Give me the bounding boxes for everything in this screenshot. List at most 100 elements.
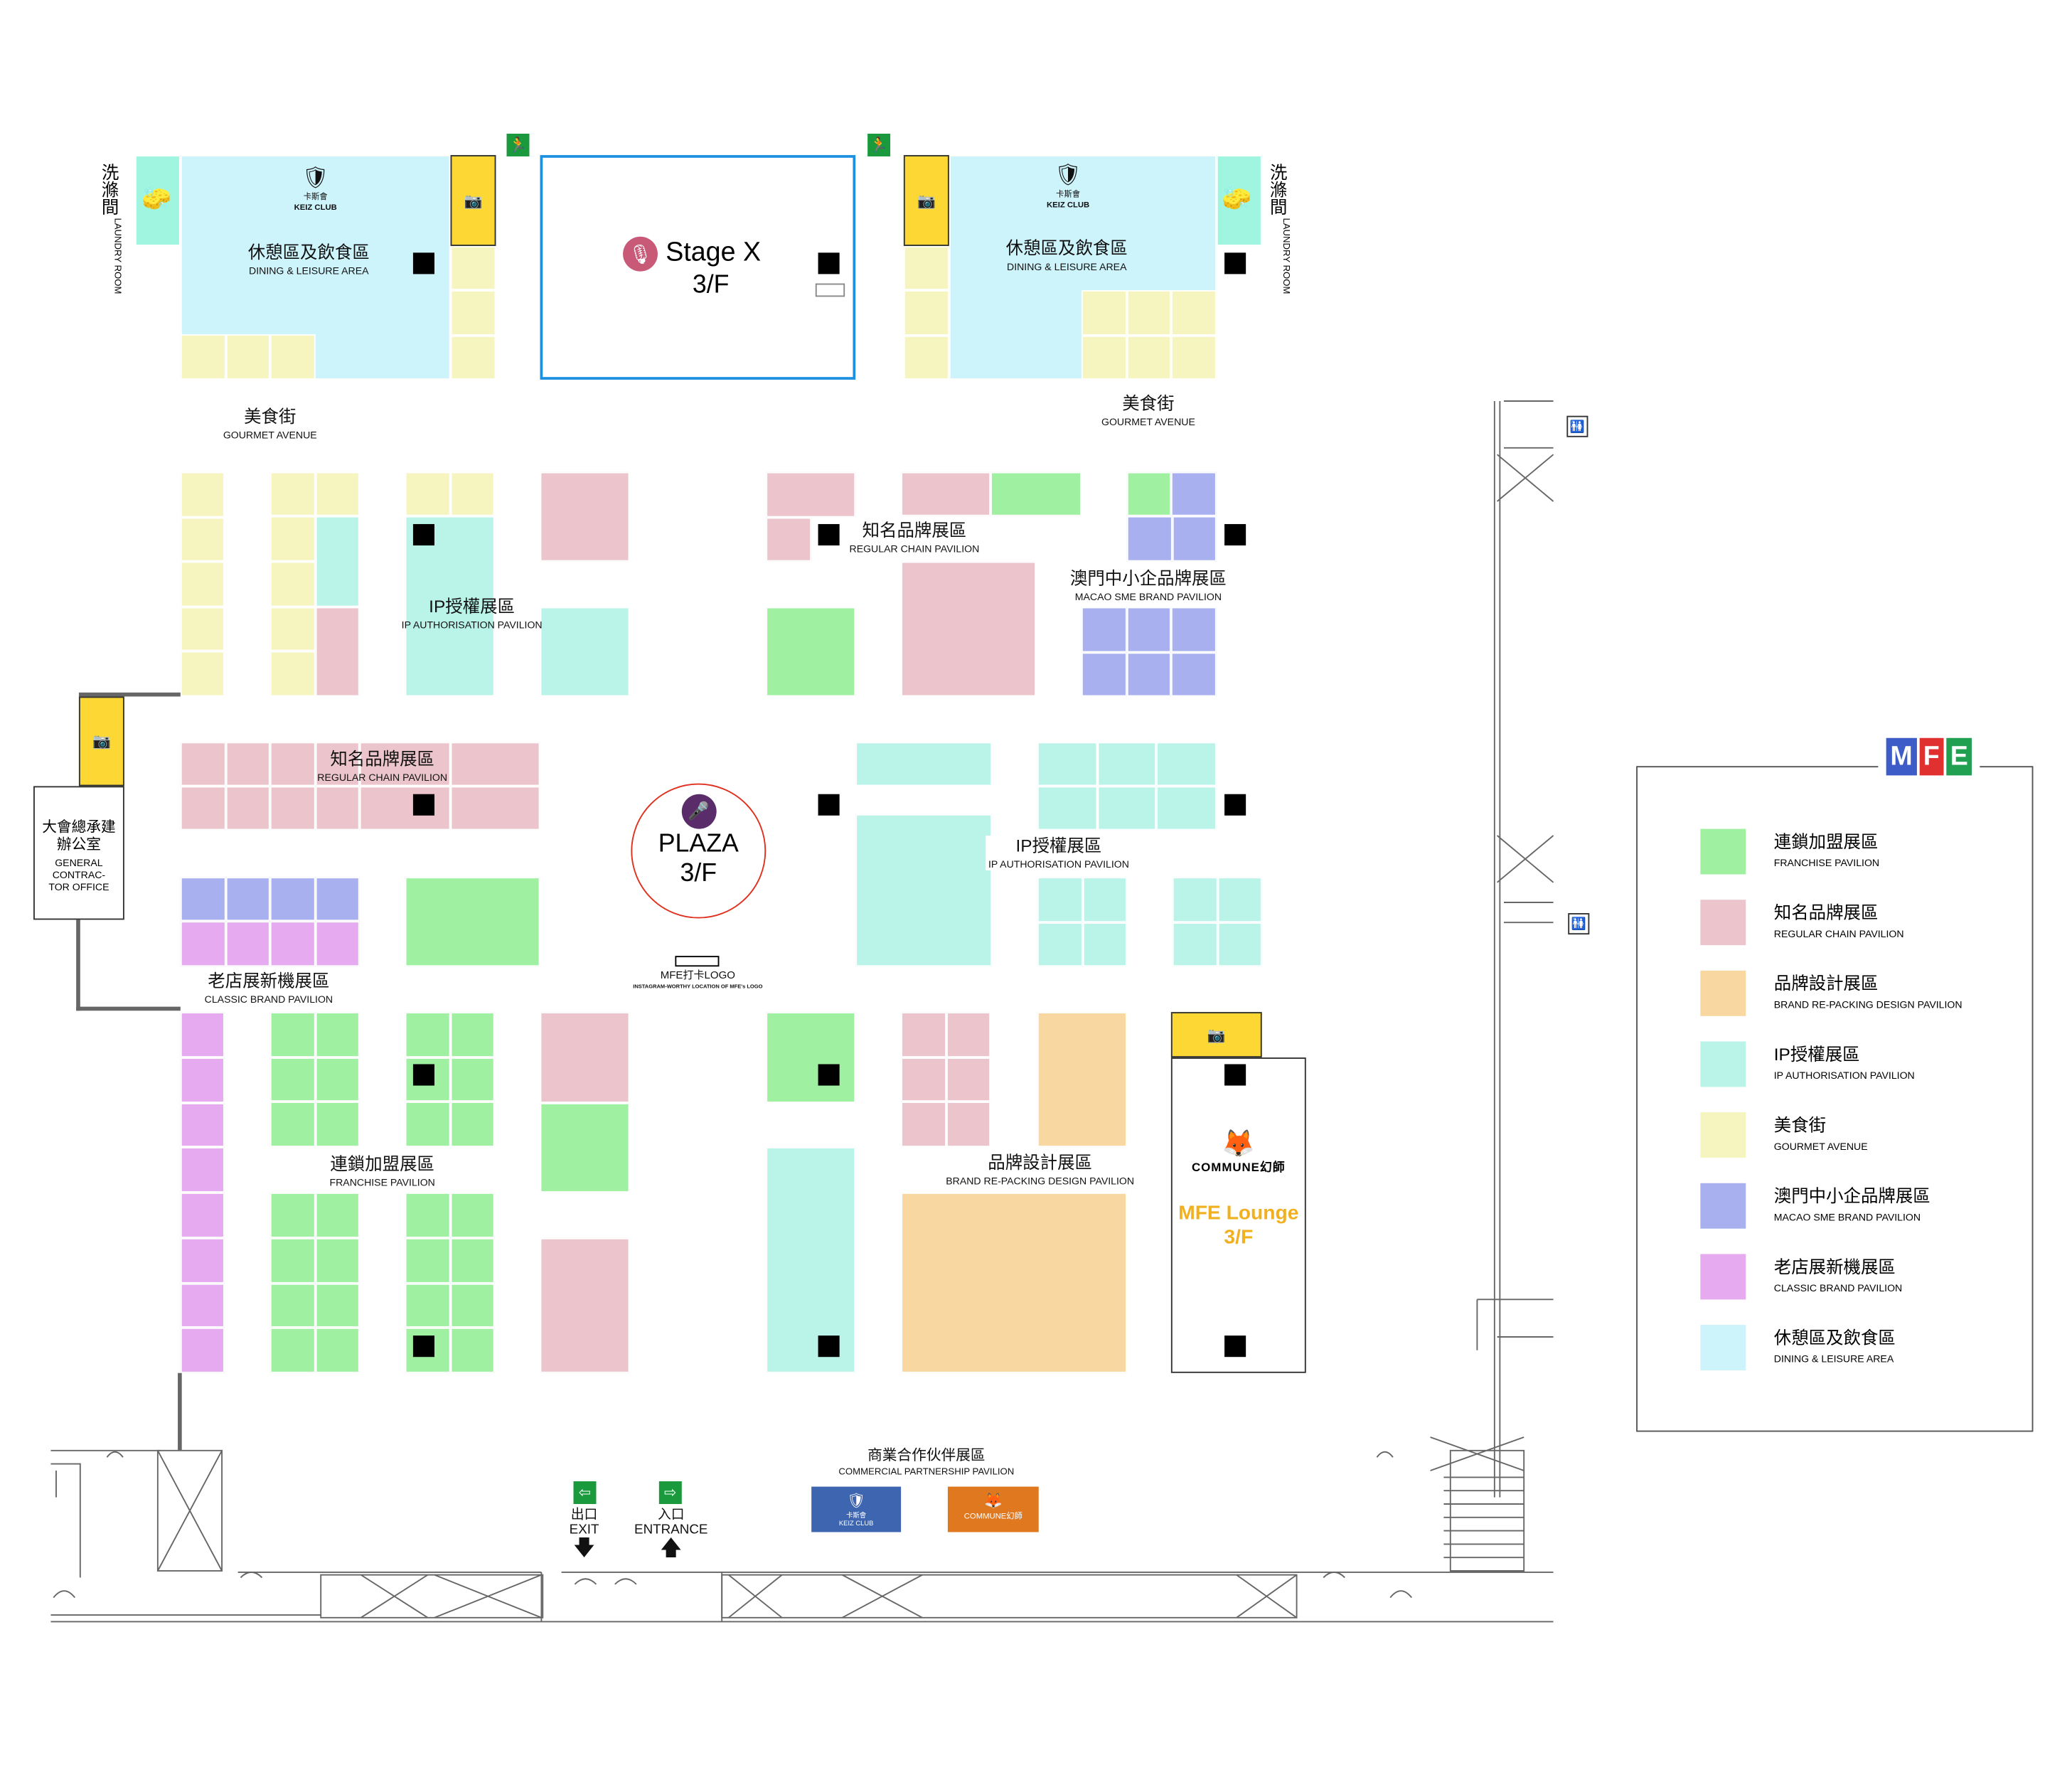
booth-franchise[interactable] [449,1012,495,1057]
booth-gourmet[interactable] [903,290,949,336]
booth-franchise[interactable] [405,1102,450,1148]
booth-ip[interactable] [1156,786,1217,831]
booth-sme[interactable] [314,877,360,922]
booth-regular-chain[interactable] [766,471,856,518]
mfe-lounge[interactable]: 🦊 COMMUNE幻師 MFE Lounge 3/F [1170,1057,1306,1373]
booth-regular-chain[interactable] [314,786,360,831]
booth-gourmet[interactable] [180,471,225,517]
booth-regular-chain[interactable] [901,1102,946,1148]
booth-sme[interactable] [1171,516,1217,562]
booth-ip[interactable] [855,742,992,786]
booth-sme[interactable] [1081,607,1127,652]
booth-ip[interactable] [540,607,630,697]
booth-regular-chain[interactable] [315,607,360,697]
booth-ip[interactable] [315,516,360,607]
booth-ip[interactable] [1082,877,1127,922]
booth-classic[interactable] [225,921,270,967]
booth-franchise[interactable] [449,1192,495,1238]
booth-franchise[interactable] [540,1103,630,1193]
booth-gourmet[interactable] [180,651,225,697]
booth-regular-chain[interactable] [901,471,991,516]
booth-classic[interactable] [180,1102,225,1148]
booth-gourmet[interactable] [180,561,225,607]
booth-franchise[interactable] [269,1012,315,1057]
booth-franchise[interactable] [314,1328,360,1373]
booth-franchise[interactable] [269,1192,315,1238]
booth-franchise[interactable] [449,1237,495,1283]
booth-franchise[interactable] [405,1237,450,1283]
booth-regular-chain[interactable] [449,742,540,786]
booth-regular-chain[interactable] [540,1012,630,1103]
booth-gourmet[interactable] [225,334,271,380]
booth-sme[interactable] [1126,607,1172,652]
booth-franchise[interactable] [405,877,540,967]
booth-franchise[interactable] [1126,471,1171,516]
booth-classic[interactable] [180,1237,225,1283]
booth-classic[interactable] [180,1328,225,1373]
booth-regular-chain[interactable] [359,742,450,786]
booth-laundry[interactable] [134,155,181,246]
booth-regular-chain[interactable] [449,786,540,831]
booth-regular-chain[interactable] [359,786,450,831]
booth-regular-chain[interactable] [180,786,225,831]
booth-classic[interactable] [180,1192,225,1238]
booth-classic[interactable] [269,921,315,967]
booth-ip[interactable] [1082,922,1127,967]
booth-ip[interactable] [1096,742,1157,786]
booth-franchise[interactable] [314,1057,360,1102]
booth-ip[interactable] [1037,877,1082,922]
booth-franchise[interactable] [269,1102,315,1148]
booth-franchise[interactable] [314,1102,360,1148]
booth-sme[interactable] [1081,651,1127,697]
booth-franchise[interactable] [405,1192,450,1238]
booth-classic[interactable] [180,1012,225,1057]
booth-regular-chain[interactable] [540,471,630,562]
booth-laundry[interactable] [1216,155,1262,246]
booth-sme[interactable] [225,877,270,922]
booth-franchise[interactable] [405,1282,450,1328]
booth-gourmet[interactable] [903,245,949,291]
booth-regular-chain[interactable] [225,786,270,831]
booth-franchise[interactable] [405,1057,450,1102]
booth-ip[interactable] [405,516,495,697]
booth-ip[interactable] [1217,877,1262,922]
booth-sme[interactable] [1171,607,1217,652]
booth-gourmet[interactable] [180,334,226,380]
booth-ip[interactable] [1037,786,1097,831]
booth-regular-chain[interactable] [225,742,270,786]
booth-gourmet[interactable] [450,335,496,380]
booth-gourmet[interactable] [1081,334,1127,380]
booth-ip[interactable] [1172,922,1217,967]
booth-gourmet[interactable] [450,290,496,336]
booth-gourmet[interactable] [180,607,225,652]
booth-sme[interactable] [269,877,315,922]
booth-gourmet[interactable] [269,471,315,516]
booth-franchise[interactable] [314,1192,360,1238]
booth-gourmet[interactable] [1171,334,1217,380]
plaza-area[interactable]: 🎤 PLAZA 3/F [631,783,767,919]
booth-gourmet[interactable] [449,471,495,516]
booth-franchise[interactable] [766,607,856,697]
booth-gourmet[interactable] [1171,289,1217,335]
booth-classic[interactable] [180,921,225,967]
booth-regular-chain[interactable] [901,1057,946,1102]
booth-gourmet[interactable] [270,334,316,380]
booth-regular-chain[interactable] [180,742,225,786]
booth-ip[interactable] [1217,922,1262,967]
booth-gourmet[interactable] [1126,289,1172,335]
booth-franchise[interactable] [449,1282,495,1328]
booth-gourmet[interactable] [903,335,949,380]
booth-brand-design[interactable] [1037,1012,1127,1148]
booth-ip[interactable] [1096,786,1157,831]
booth-gourmet[interactable] [180,516,225,562]
booth-ip[interactable] [1037,742,1097,786]
booth-classic[interactable] [180,1282,225,1328]
booth-classic[interactable] [180,1057,225,1103]
booth-gourmet[interactable] [269,606,316,652]
booth-classic[interactable] [314,921,360,967]
booth-ip[interactable] [1037,922,1082,967]
booth-sme[interactable] [1126,651,1172,697]
booth-franchise[interactable] [766,1012,856,1103]
booth-regular-chain[interactable] [901,1012,946,1057]
booth-sme[interactable] [180,877,225,922]
